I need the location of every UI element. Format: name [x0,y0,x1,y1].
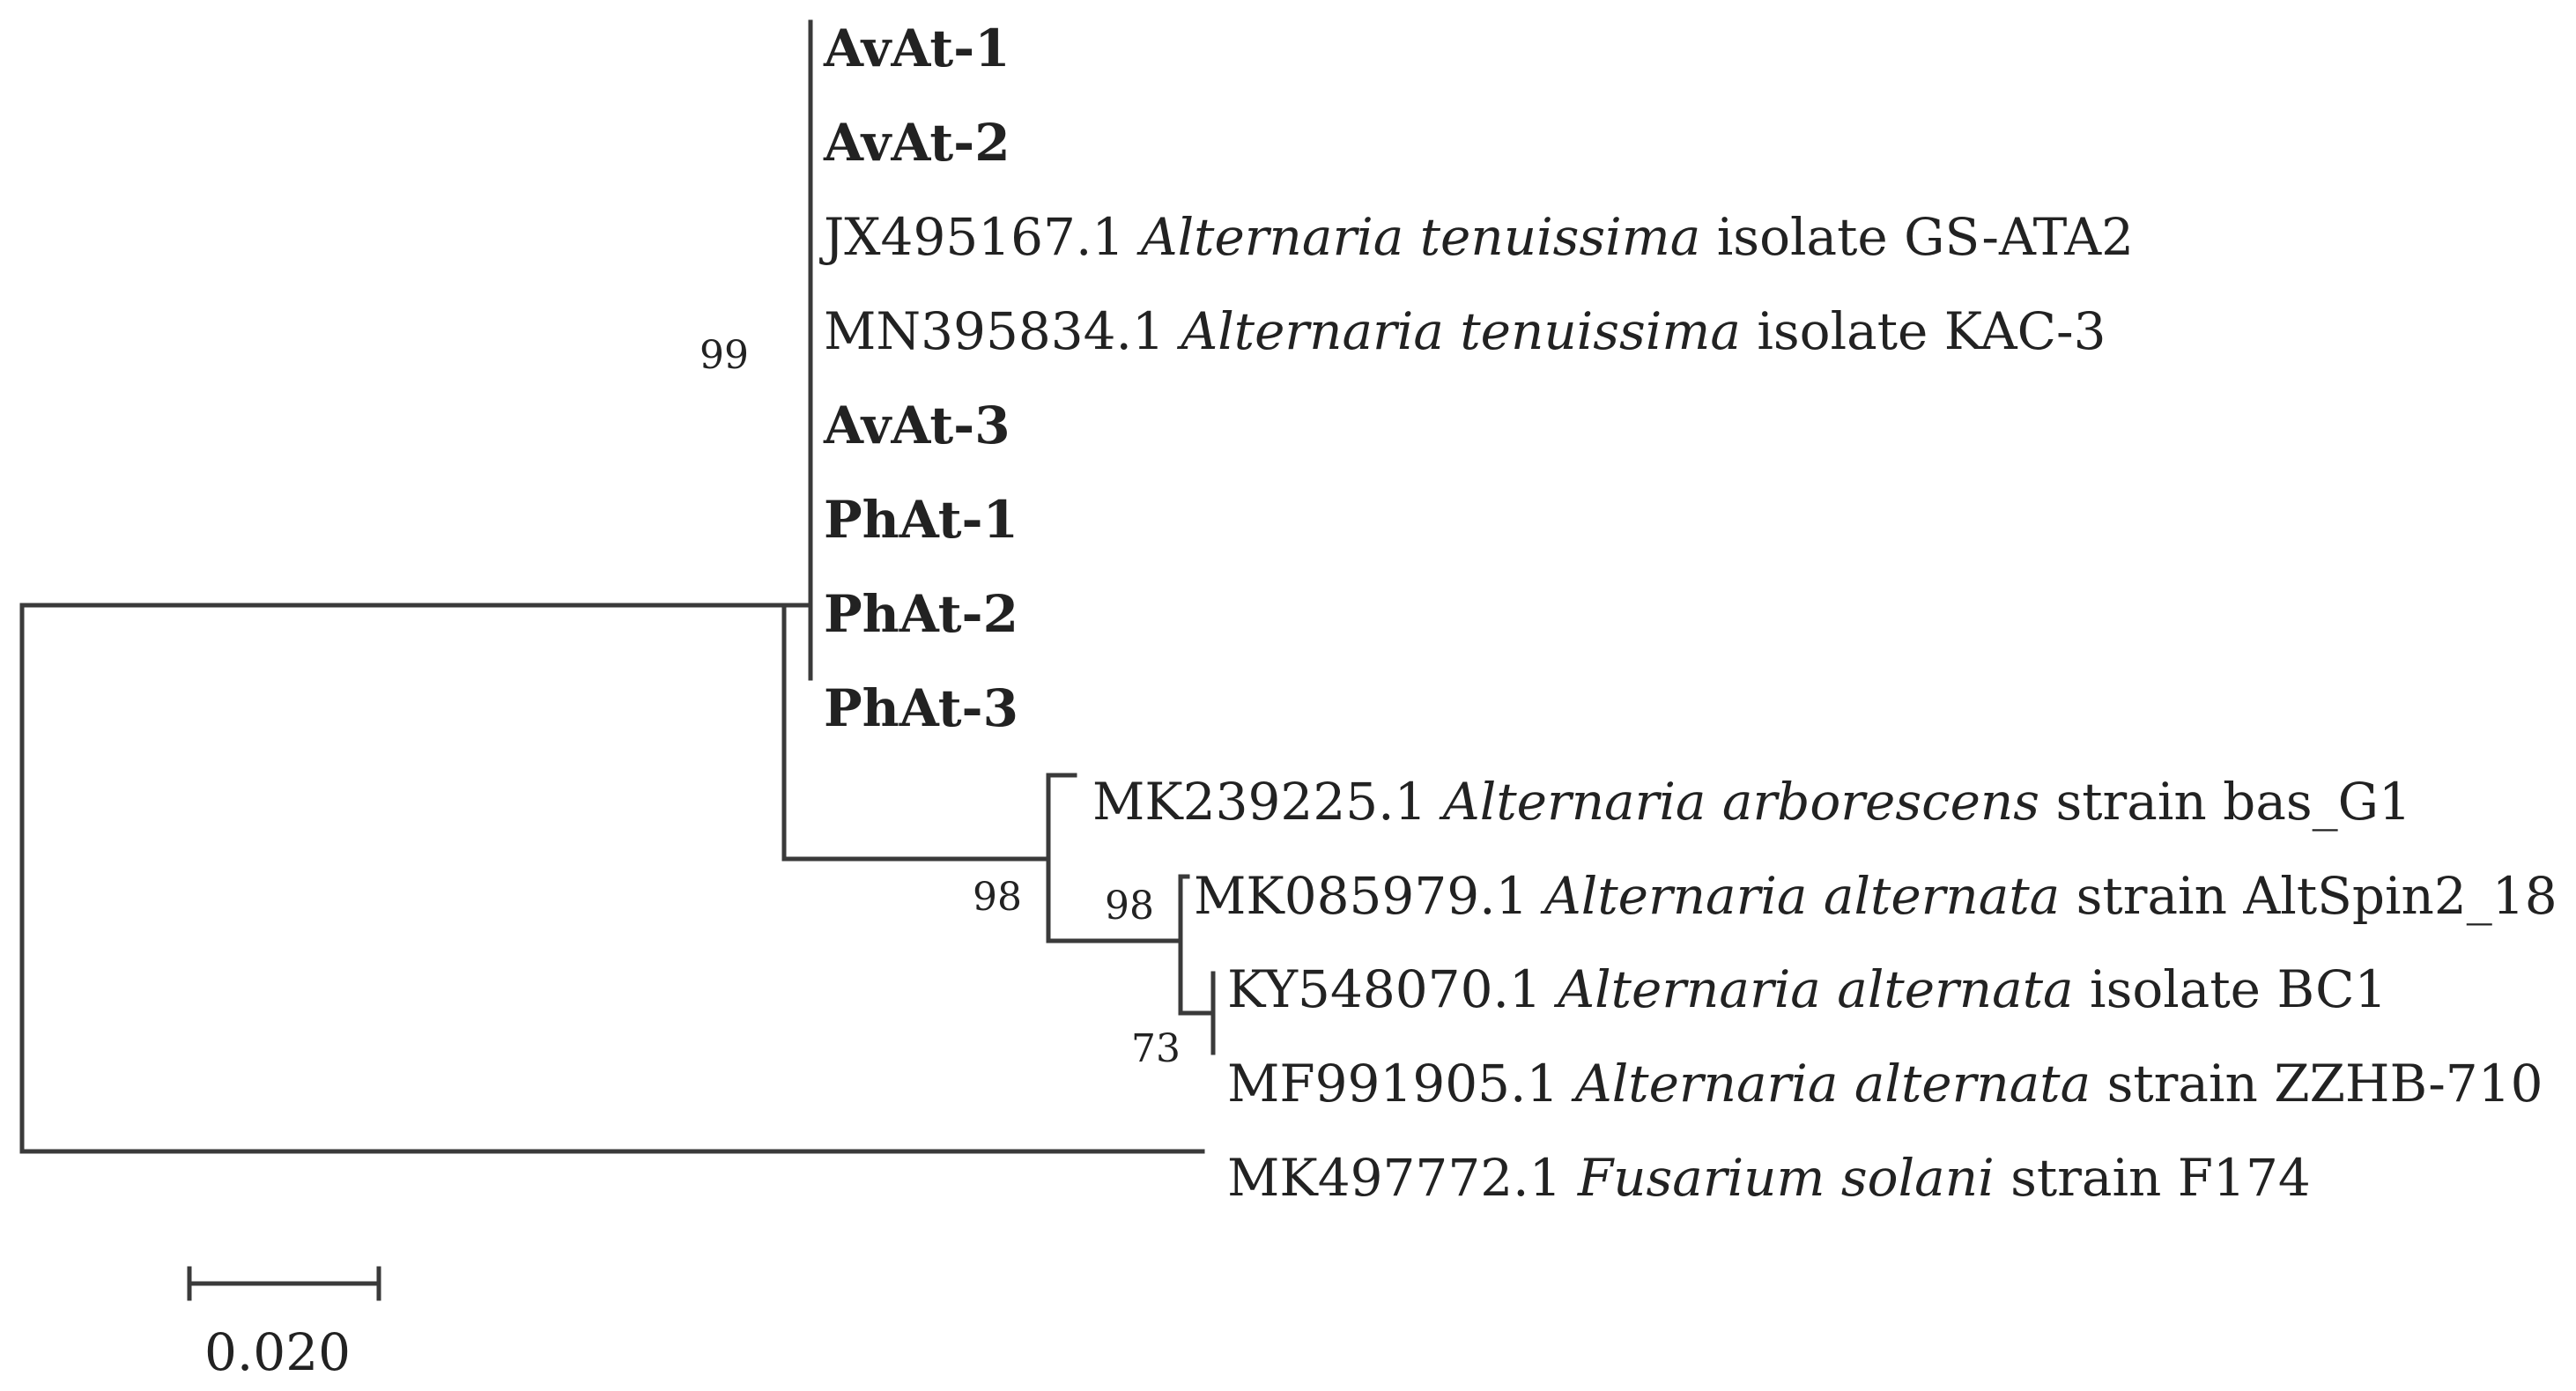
scale-bar-label: 0.020 [204,1322,351,1382]
leaf-isolate-name: AvAt-3 [823,396,1010,455]
scale-bar: 0.020 [187,1266,381,1382]
leaf-accession: MK497772.1 [1227,1148,1561,1208]
leaf-strain: isolate KAC-3 [1757,301,2106,361]
leaf-label-mn395834: MN395834.1 Alternaria tenuissima isolate… [824,301,2106,361]
leaf-species: Alternaria tenuissima [1176,301,1741,361]
leaf-accession: MK239225.1 [1092,772,1426,832]
leaf-isolate-name: AvAt-1 [823,18,1010,78]
leaf-strain: strain ZZHB-710 [2107,1054,2543,1114]
bootstrap-value: 73 [1131,1026,1181,1071]
bootstrap-value: 98 [973,875,1022,920]
leaf-label-mf991905: MF991905.1 Alternaria alternata strain Z… [1227,1054,2543,1114]
leaf-strain: isolate GS-ATA2 [1717,207,2134,267]
leaf-label-avat-1: AvAt-1 [823,18,1010,78]
bootstrap-values: 99 98 98 73 [700,333,1181,1071]
leaf-species: Alternaria alternata [1540,866,2060,926]
leaf-label-avat-2: AvAt-2 [823,113,1010,173]
leaf-species: Alternaria alternata [1553,959,2073,1019]
leaf-species: Fusarium solani [1577,1148,1995,1208]
leaf-accession: MK085979.1 [1194,866,1528,926]
leaf-accession: MF991905.1 [1227,1054,1558,1114]
leaf-isolate-name: PhAt-1 [824,490,1018,550]
leaf-label-phat-3: PhAt-3 [824,678,1018,738]
leaf-strain: strain F174 [2010,1148,2311,1208]
leaf-label-mk239225: MK239225.1 Alternaria arborescens strain… [1092,772,2411,832]
leaf-accession: JX495167.1 [819,207,1124,267]
leaf-isolate-name: PhAt-2 [824,584,1018,644]
leaf-label-phat-1: PhAt-1 [824,490,1018,550]
leaf-accession: MN395834.1 [824,301,1165,361]
leaf-species: Alternaria alternata [1571,1054,2091,1114]
leaf-label-avat-3: AvAt-3 [823,396,1010,455]
bootstrap-value: 99 [700,333,749,378]
leaf-label-mk497772: MK497772.1 Fusarium solani strain F174 [1227,1148,2311,1208]
leaf-species: Alternaria tenuissima [1136,207,1701,267]
leaf-label-phat-2: PhAt-2 [824,584,1018,644]
bootstrap-value: 98 [1105,884,1154,929]
leaf-strain: strain bas_G1 [2055,772,2410,832]
leaf-label-mk085979: MK085979.1 Alternaria alternata strain A… [1194,866,2557,926]
leaf-strain: strain AltSpin2_18 [2076,866,2557,926]
leaf-strain: isolate BC1 [2090,959,2387,1019]
leaf-isolate-name: PhAt-3 [824,678,1018,738]
leaf-species: Alternaria arborescens [1439,772,2039,832]
leaf-accession: KY548070.1 [1227,959,1542,1019]
leaf-isolate-name: AvAt-2 [823,113,1010,173]
tree-branches [19,19,1216,1154]
leaf-label-jx495167: JX495167.1 Alternaria tenuissima isolate… [819,207,2134,267]
leaf-labels: AvAt-1 AvAt-2 JX495167.1 Alternaria tenu… [819,18,2557,1208]
leaf-label-ky548070: KY548070.1 Alternaria alternata isolate … [1227,959,2387,1019]
